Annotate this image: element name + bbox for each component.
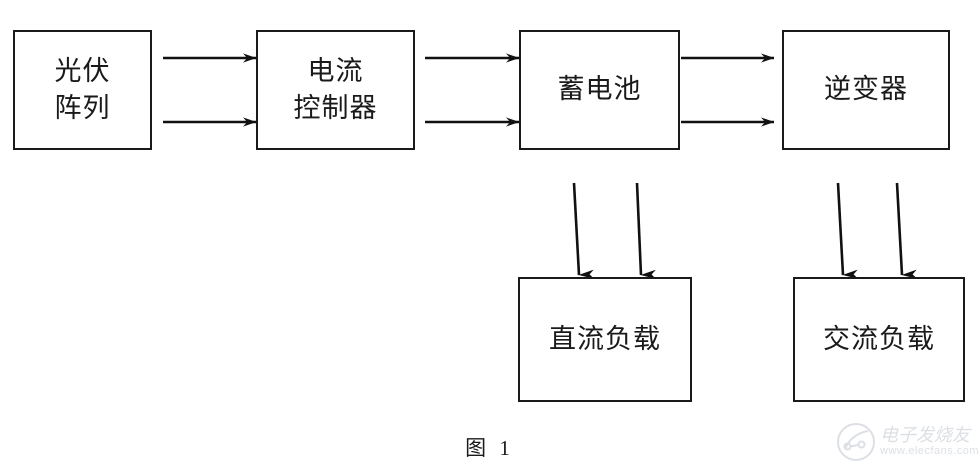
node-label-inverter: 逆变器 xyxy=(824,74,908,105)
edge-inverter-to-acload-left xyxy=(836,182,859,279)
edge-battery-to-dcload-right xyxy=(635,182,657,279)
node-inverter[interactable]: 逆变器 xyxy=(782,30,950,150)
node-battery[interactable]: 蓄电池 xyxy=(519,30,680,150)
node-dc-load[interactable]: 直流负载 xyxy=(518,277,692,402)
node-label-ac-load: 交流负载 xyxy=(823,323,935,354)
node-current-controller[interactable]: 电流 控制器 xyxy=(256,30,415,150)
edge-battery-to-dcload-left xyxy=(572,182,595,279)
node-label-pv-array: 光伏 阵列 xyxy=(54,55,111,123)
node-label-current-controller: 电流 控制器 xyxy=(293,55,378,123)
edge-inverter-to-acload-right xyxy=(895,182,918,279)
node-label-battery: 蓄电池 xyxy=(557,74,642,105)
node-label-dc-load: 直流负载 xyxy=(549,323,661,354)
figure-caption: 图 1 xyxy=(465,436,514,460)
node-pv-array[interactable]: 光伏 阵列 xyxy=(13,30,152,150)
node-ac-load[interactable]: 交流负载 xyxy=(793,277,965,402)
